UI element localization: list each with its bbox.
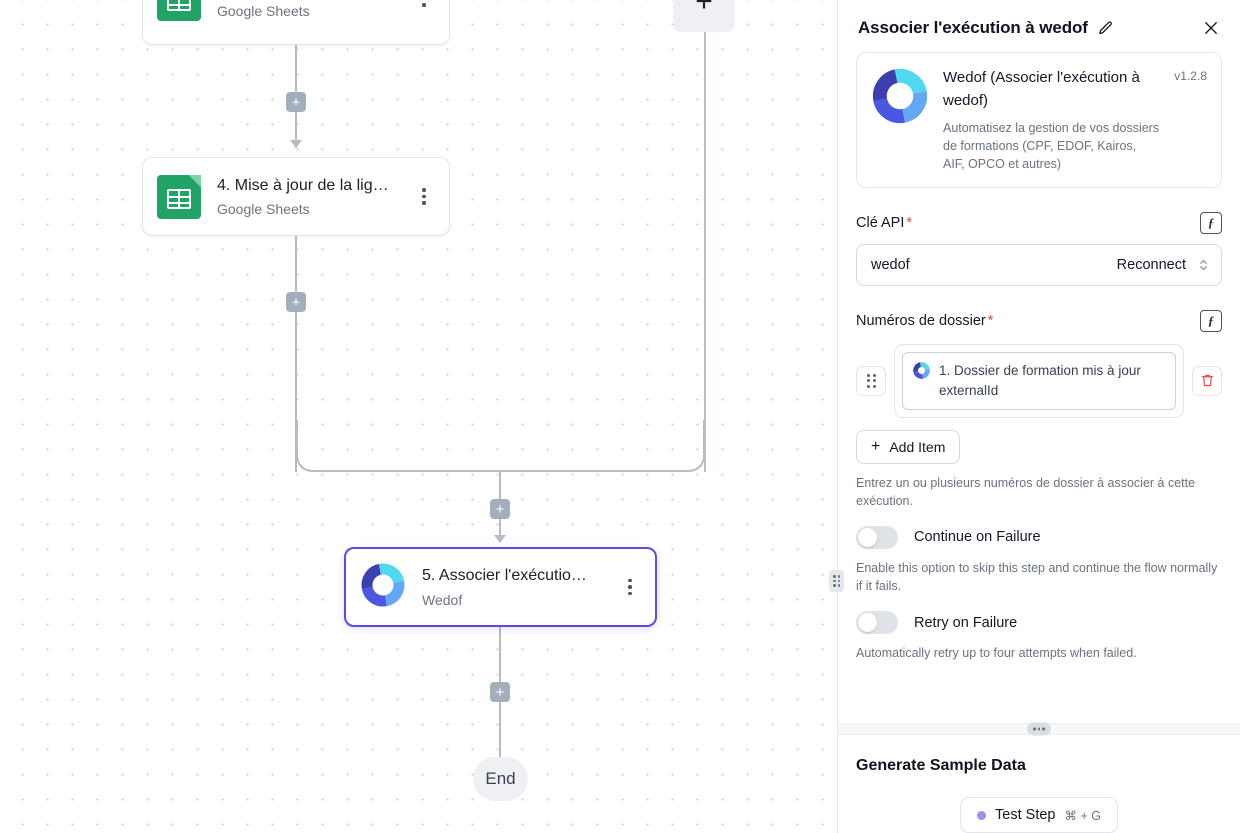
test-step-shortcut: ⌘ + G — [1064, 808, 1101, 823]
api-key-value: wedof — [871, 257, 910, 274]
test-step-label: Test Step — [995, 807, 1056, 823]
api-key-select[interactable]: wedof Reconnect — [856, 244, 1222, 287]
branch-merge-path — [296, 420, 705, 472]
function-toggle-icon-api-key[interactable]: ƒ — [1200, 212, 1222, 235]
dossier-helper-text: Entrez un ou plusieurs numéros de dossie… — [856, 475, 1196, 508]
flow-node-title: 5. Associer l'exécutio… — [422, 567, 587, 585]
flow-node-4-mise-a-jour[interactable]: 4. Mise à jour de la lig… Google Sheets — [142, 157, 450, 236]
flow-node-title: 4. Mise à jour de la lig… — [217, 176, 389, 194]
panel-title: Associer l'exécution à wedof — [858, 18, 1088, 37]
retry-on-failure-toggle[interactable] — [856, 611, 898, 634]
flow-canvas[interactable]: + 3. Trouver la ligne Google Sheets + — [0, 0, 837, 833]
panel-body: Wedof (Associer l'exécution à wedof) Aut… — [838, 48, 1240, 699]
piece-info-card: Wedof (Associer l'exécution à wedof) Aut… — [856, 52, 1222, 189]
piece-description: Automatisez la gestion de vos dossiers d… — [943, 121, 1160, 172]
flow-node-3-trouver-la-ligne[interactable]: 3. Trouver la ligne Google Sheets — [142, 0, 450, 45]
wedof-icon — [360, 562, 406, 613]
piece-text: Wedof (Associer l'exécution à wedof) Aut… — [943, 67, 1160, 173]
function-toggle-icon-dossier[interactable]: ƒ — [1200, 310, 1222, 333]
panel-section-divider — [838, 722, 1240, 736]
required-marker: * — [987, 313, 994, 330]
flow-end-node: End — [473, 757, 528, 801]
connector-arrow-1 — [290, 140, 302, 148]
status-dot-icon — [977, 810, 987, 820]
dossier-label: Numéros de dossier* — [856, 313, 993, 329]
sample-data-section: Generate Sample Data Test Step ⌘ + G — [838, 735, 1240, 833]
wedof-icon — [871, 67, 929, 130]
add-item-button[interactable]: + Add Item — [856, 429, 961, 464]
flow-node-text: 3. Trouver la ligne Google Sheets — [217, 0, 405, 19]
continue-on-failure-label: Continue on Failure — [914, 529, 1041, 546]
flow-node-text: 5. Associer l'exécutio… Wedof — [422, 566, 611, 608]
flow-end-label: End — [485, 769, 516, 788]
api-key-label-text: Clé API — [856, 215, 905, 232]
add-step-button-2[interactable]: + — [286, 292, 306, 312]
pencil-icon[interactable] — [1097, 20, 1114, 37]
panel-resize-handle[interactable] — [829, 570, 844, 592]
piece-name: Wedof (Associer l'exécution à wedof) — [943, 69, 1140, 109]
test-step-wrapper: Test Step ⌘ + G — [856, 797, 1222, 833]
add-step-plus-label-3: + — [495, 500, 505, 518]
wedof-icon — [913, 361, 930, 384]
delete-item-icon[interactable] — [1192, 365, 1222, 396]
flow-node-text: 4. Mise à jour de la lig… Google Sheets — [217, 176, 405, 218]
connector-arrow-merge — [494, 535, 506, 543]
dossier-item-container: 1. Dossier de formation mis à jour exter… — [894, 344, 1184, 418]
required-marker: * — [906, 215, 913, 232]
chevron-updown-icon — [1198, 257, 1209, 273]
retry-on-failure-row: Retry on Failure — [856, 611, 1222, 634]
connector-line-2 — [295, 236, 297, 472]
dossier-item-text: 1. Dossier de formation mis à jour exter… — [939, 363, 1141, 398]
flow-node-subtitle: Google Sheets — [217, 201, 310, 218]
connector-line-right-branch — [704, 32, 706, 472]
continue-on-failure-row: Continue on Failure — [856, 525, 1222, 549]
panel-header: Associer l'exécution à wedof — [838, 0, 1240, 48]
add-item-plus-icon: + — [871, 437, 881, 455]
flow-node-5-associer-execution[interactable]: 5. Associer l'exécutio… Wedof — [344, 547, 657, 627]
add-step-plus-label-2: + — [291, 293, 301, 311]
fx-label: ƒ — [1207, 313, 1215, 329]
add-branch-plus-label: + — [695, 0, 713, 18]
continue-on-failure-helper: Enable this option to skip this step and… — [856, 560, 1218, 593]
piece-version: v1.2.8 — [1174, 69, 1207, 83]
fx-label: ƒ — [1207, 215, 1215, 231]
section-resize-handle[interactable] — [1027, 722, 1051, 736]
continue-on-failure-toggle[interactable] — [856, 525, 898, 549]
retry-on-failure-label: Retry on Failure — [914, 614, 1018, 631]
dossier-field-header: Numéros de dossier* ƒ — [856, 310, 1222, 333]
add-step-plus-label-4: + — [495, 683, 505, 701]
dossier-item-chip[interactable]: 1. Dossier de formation mis à jour exter… — [902, 352, 1176, 410]
flow-node-menu-button[interactable] — [413, 0, 435, 12]
flow-node-menu-button[interactable] — [619, 574, 641, 600]
add-step-plus-label-1: + — [291, 93, 301, 111]
drag-handle-icon[interactable] — [856, 365, 886, 396]
add-item-label: Add Item — [889, 438, 946, 455]
api-key-label: Clé API* — [856, 215, 912, 231]
add-step-button-4[interactable]: + — [490, 682, 510, 702]
google-sheets-icon — [157, 174, 201, 219]
api-key-reconnect-link[interactable]: Reconnect — [1116, 257, 1186, 274]
close-icon[interactable] — [1202, 19, 1220, 37]
add-step-button-1[interactable]: + — [286, 92, 306, 112]
flow-node-subtitle: Google Sheets — [217, 3, 310, 20]
api-key-field-header: Clé API* ƒ — [856, 212, 1222, 235]
generate-sample-data-title: Generate Sample Data — [856, 757, 1026, 774]
add-step-button-3[interactable]: + — [490, 499, 510, 519]
dossier-item-row: 1. Dossier de formation mis à jour exter… — [856, 344, 1222, 418]
flow-node-subtitle: Wedof — [422, 591, 463, 608]
retry-on-failure-helper: Automatically retry up to four attempts … — [856, 646, 1137, 660]
google-sheets-icon — [157, 0, 201, 21]
test-step-button[interactable]: Test Step ⌘ + G — [960, 797, 1118, 833]
add-branch-button[interactable]: + — [673, 0, 735, 32]
flow-node-menu-button[interactable] — [413, 184, 435, 210]
dossier-label-text: Numéros de dossier — [856, 313, 986, 330]
step-settings-panel: Associer l'exécution à wedof — [837, 0, 1240, 833]
